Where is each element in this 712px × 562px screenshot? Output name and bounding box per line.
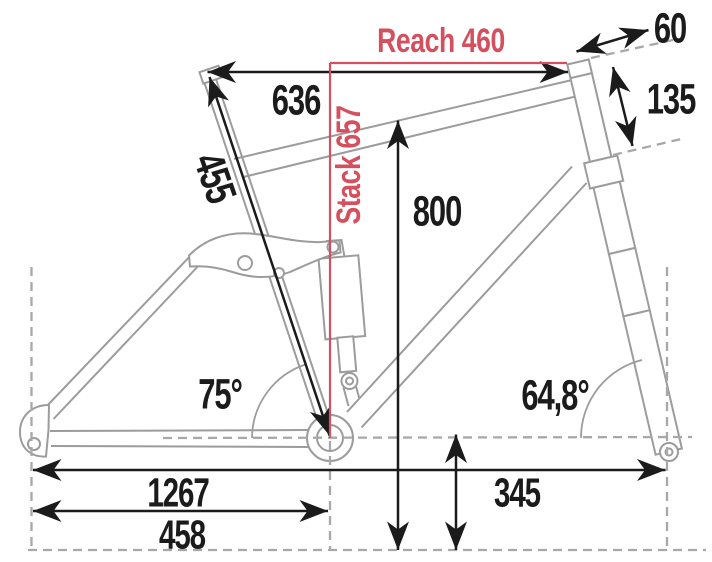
dimension-arrows xyxy=(33,27,666,550)
stack-label: Stack 657 xyxy=(330,105,368,225)
bb-height-refline xyxy=(162,435,693,440)
dim-800-label: 800 xyxy=(412,187,463,236)
reach-label: Reach 460 xyxy=(377,22,505,60)
dim-345-label: 345 xyxy=(493,469,541,516)
fork-crown xyxy=(582,154,625,190)
seat-stay xyxy=(43,251,195,410)
dim-458-label: 458 xyxy=(158,511,206,558)
head-angle-arc xyxy=(580,359,643,439)
rocker-pivot xyxy=(237,255,253,271)
head-angle-label: 64,8° xyxy=(521,371,589,420)
chain-stay xyxy=(49,429,310,432)
dim-60-label: 60 xyxy=(653,4,687,53)
seat-angle-label: 75° xyxy=(198,370,243,419)
shock-body xyxy=(317,254,367,341)
fork-stanchion xyxy=(592,180,637,256)
reference-lines xyxy=(28,38,706,552)
dim-455-arrow xyxy=(208,76,331,436)
reach-stack-lines xyxy=(328,61,567,438)
seat-angle-arc xyxy=(251,363,306,439)
dim-1267-label: 1267 xyxy=(147,469,209,516)
headtube-bottom-refline xyxy=(612,137,682,157)
dim-135-label: 135 xyxy=(646,75,697,124)
fork-lowers xyxy=(622,308,684,456)
dim-60-arrow xyxy=(576,27,649,54)
dim-135-arrow xyxy=(609,66,637,147)
down-tube xyxy=(346,165,573,413)
shock-shaft xyxy=(336,335,358,374)
dim-636-label: 636 xyxy=(271,76,322,125)
head-tube xyxy=(566,58,613,164)
